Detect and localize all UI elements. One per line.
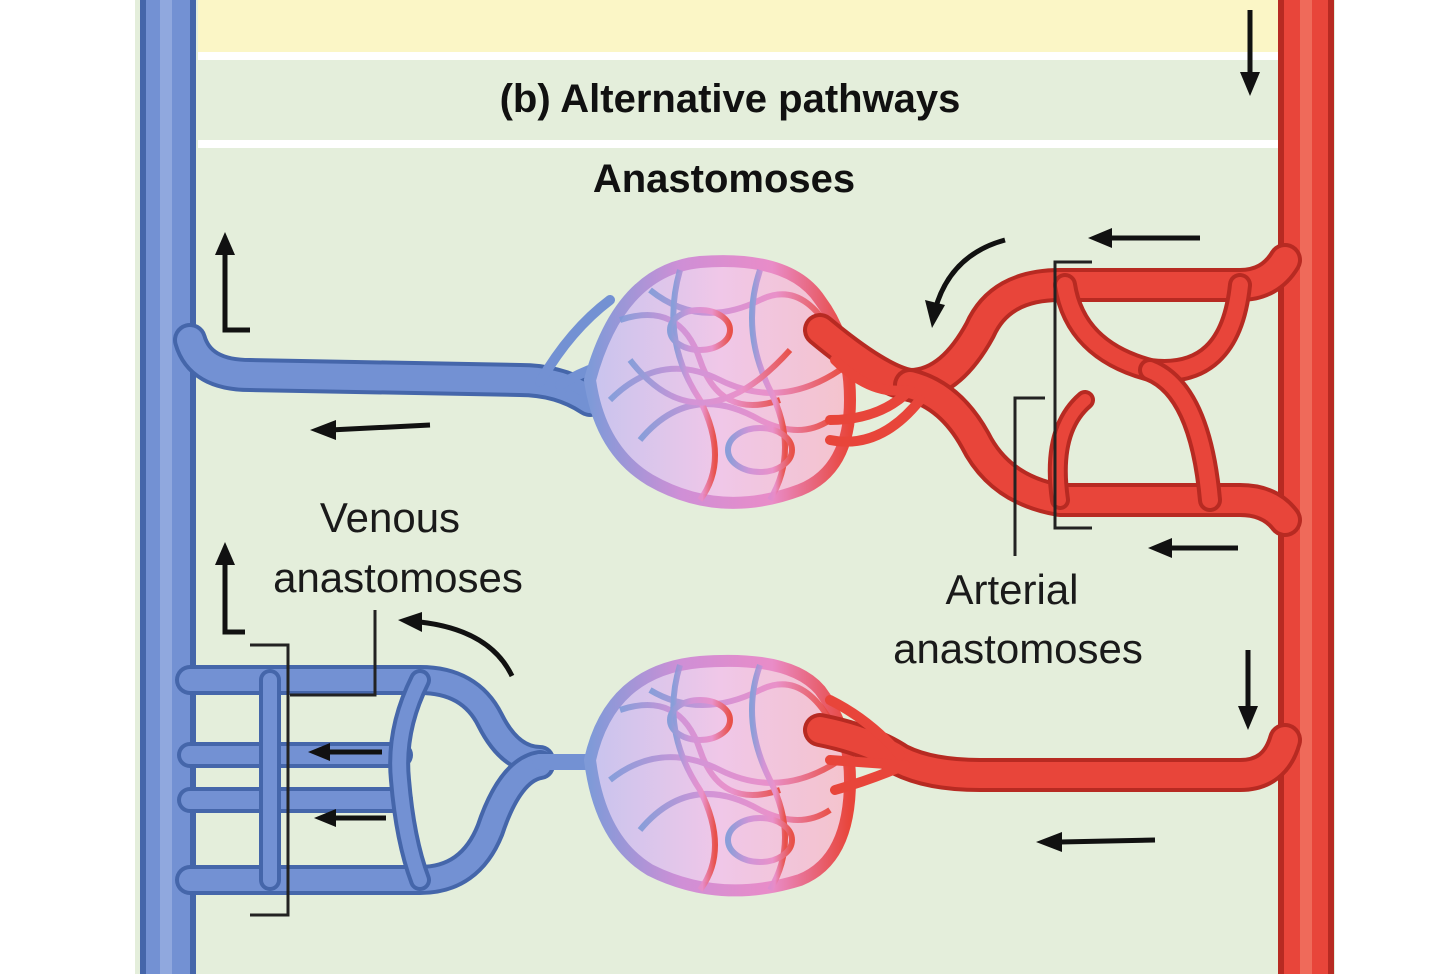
venous-label-line2: anastomoses	[273, 554, 523, 601]
lower-artery-branch	[803, 695, 1302, 795]
curved-arrow-icon	[932, 237, 1006, 311]
flow-arrows	[215, 10, 1260, 852]
venous-bracket	[250, 610, 377, 917]
lower-capillary-bed	[583, 654, 857, 897]
section-title: Anastomoses	[593, 157, 855, 201]
left-arrow-icon	[1059, 837, 1156, 845]
curved-arrow-icon	[419, 619, 515, 678]
up-turn-arrow-icon	[222, 250, 250, 333]
arterial-bracket	[1013, 260, 1092, 556]
up-turn-arrow-icon	[222, 560, 245, 635]
top-divider	[198, 52, 1278, 60]
main-artery	[1278, 0, 1334, 974]
left-arrow-icon	[329, 422, 431, 433]
main-vein	[140, 0, 196, 974]
arterial-label-line1: Arterial	[945, 566, 1078, 613]
arterial-label-line2: anastomoses	[893, 625, 1143, 672]
venous-label-line1: Venous	[320, 494, 460, 541]
upper-capillary-bed	[583, 255, 857, 509]
top-band	[198, 0, 1278, 52]
lower-vein-network	[175, 665, 608, 895]
title-divider	[198, 140, 1278, 148]
panel-title: (b) Alternative pathways	[500, 77, 961, 121]
upper-artery-network	[803, 243, 1302, 537]
